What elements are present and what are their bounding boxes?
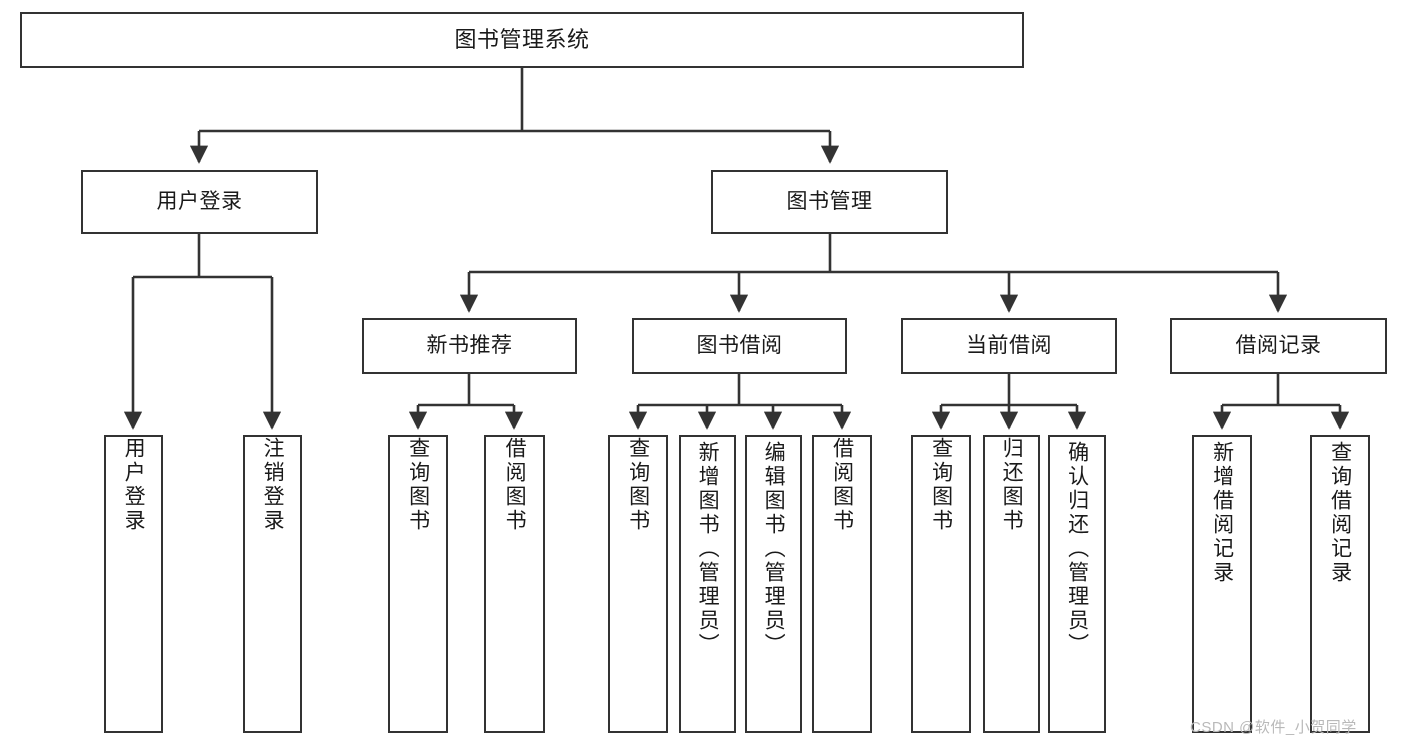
node-label: 借阅记录 bbox=[1235, 333, 1322, 357]
node-label: 借阅图书 bbox=[503, 437, 527, 533]
leaf-query-book-recommend[interactable]: 查询图书 bbox=[388, 435, 448, 733]
node-label: 注销登录 bbox=[261, 437, 285, 533]
leaf-query-borrow-record[interactable]: 查询借阅记录 bbox=[1310, 435, 1370, 733]
node-user-login[interactable]: 用户登录 bbox=[81, 170, 318, 234]
node-label: 查询借阅记录 bbox=[1328, 441, 1352, 585]
node-label: 用户登录 bbox=[122, 437, 146, 533]
node-current-borrow[interactable]: 当前借阅 bbox=[901, 318, 1117, 374]
node-label: 当前借阅 bbox=[966, 333, 1052, 357]
node-book-borrow[interactable]: 图书借阅 bbox=[632, 318, 847, 374]
leaf-query-book-borrow[interactable]: 查询图书 bbox=[608, 435, 668, 733]
node-label: 图书管理系统 bbox=[454, 27, 590, 53]
node-book-management[interactable]: 图书管理 bbox=[711, 170, 948, 234]
node-label: 图书借阅 bbox=[696, 333, 783, 357]
node-root-system[interactable]: 图书管理系统 bbox=[20, 12, 1024, 68]
node-label: 查询图书 bbox=[626, 437, 650, 533]
leaf-borrow-book-recommend[interactable]: 借阅图书 bbox=[484, 435, 545, 733]
leaf-edit-book-admin[interactable]: 编辑图书（管理员） bbox=[745, 435, 802, 733]
leaf-add-borrow-record[interactable]: 新增借阅记录 bbox=[1192, 435, 1252, 733]
node-label: 确认归还（管理员） bbox=[1065, 441, 1089, 657]
leaf-logout[interactable]: 注销登录 bbox=[243, 435, 302, 733]
node-label: 新增借阅记录 bbox=[1210, 441, 1234, 585]
node-label: 新书推荐 bbox=[426, 333, 513, 357]
node-label: 编辑图书（管理员） bbox=[762, 441, 786, 657]
node-new-book-recommend[interactable]: 新书推荐 bbox=[362, 318, 577, 374]
leaf-borrow-book[interactable]: 借阅图书 bbox=[812, 435, 872, 733]
watermark: CSDN @软件_小贺同学 bbox=[1190, 719, 1357, 736]
node-label: 图书管理 bbox=[786, 189, 873, 213]
node-label: 借阅图书 bbox=[830, 437, 854, 533]
node-label: 归还图书 bbox=[1000, 437, 1024, 533]
node-borrow-record[interactable]: 借阅记录 bbox=[1170, 318, 1387, 374]
leaf-add-book-admin[interactable]: 新增图书（管理员） bbox=[679, 435, 736, 733]
node-label: 新增图书（管理员） bbox=[696, 441, 720, 657]
leaf-return-book[interactable]: 归还图书 bbox=[983, 435, 1040, 733]
leaf-query-book-current[interactable]: 查询图书 bbox=[911, 435, 971, 733]
node-label: 用户登录 bbox=[156, 189, 243, 213]
node-label: 查询图书 bbox=[929, 437, 953, 533]
leaf-user-login[interactable]: 用户登录 bbox=[104, 435, 163, 733]
leaf-confirm-return-admin[interactable]: 确认归还（管理员） bbox=[1048, 435, 1106, 733]
node-label: 查询图书 bbox=[406, 437, 430, 533]
